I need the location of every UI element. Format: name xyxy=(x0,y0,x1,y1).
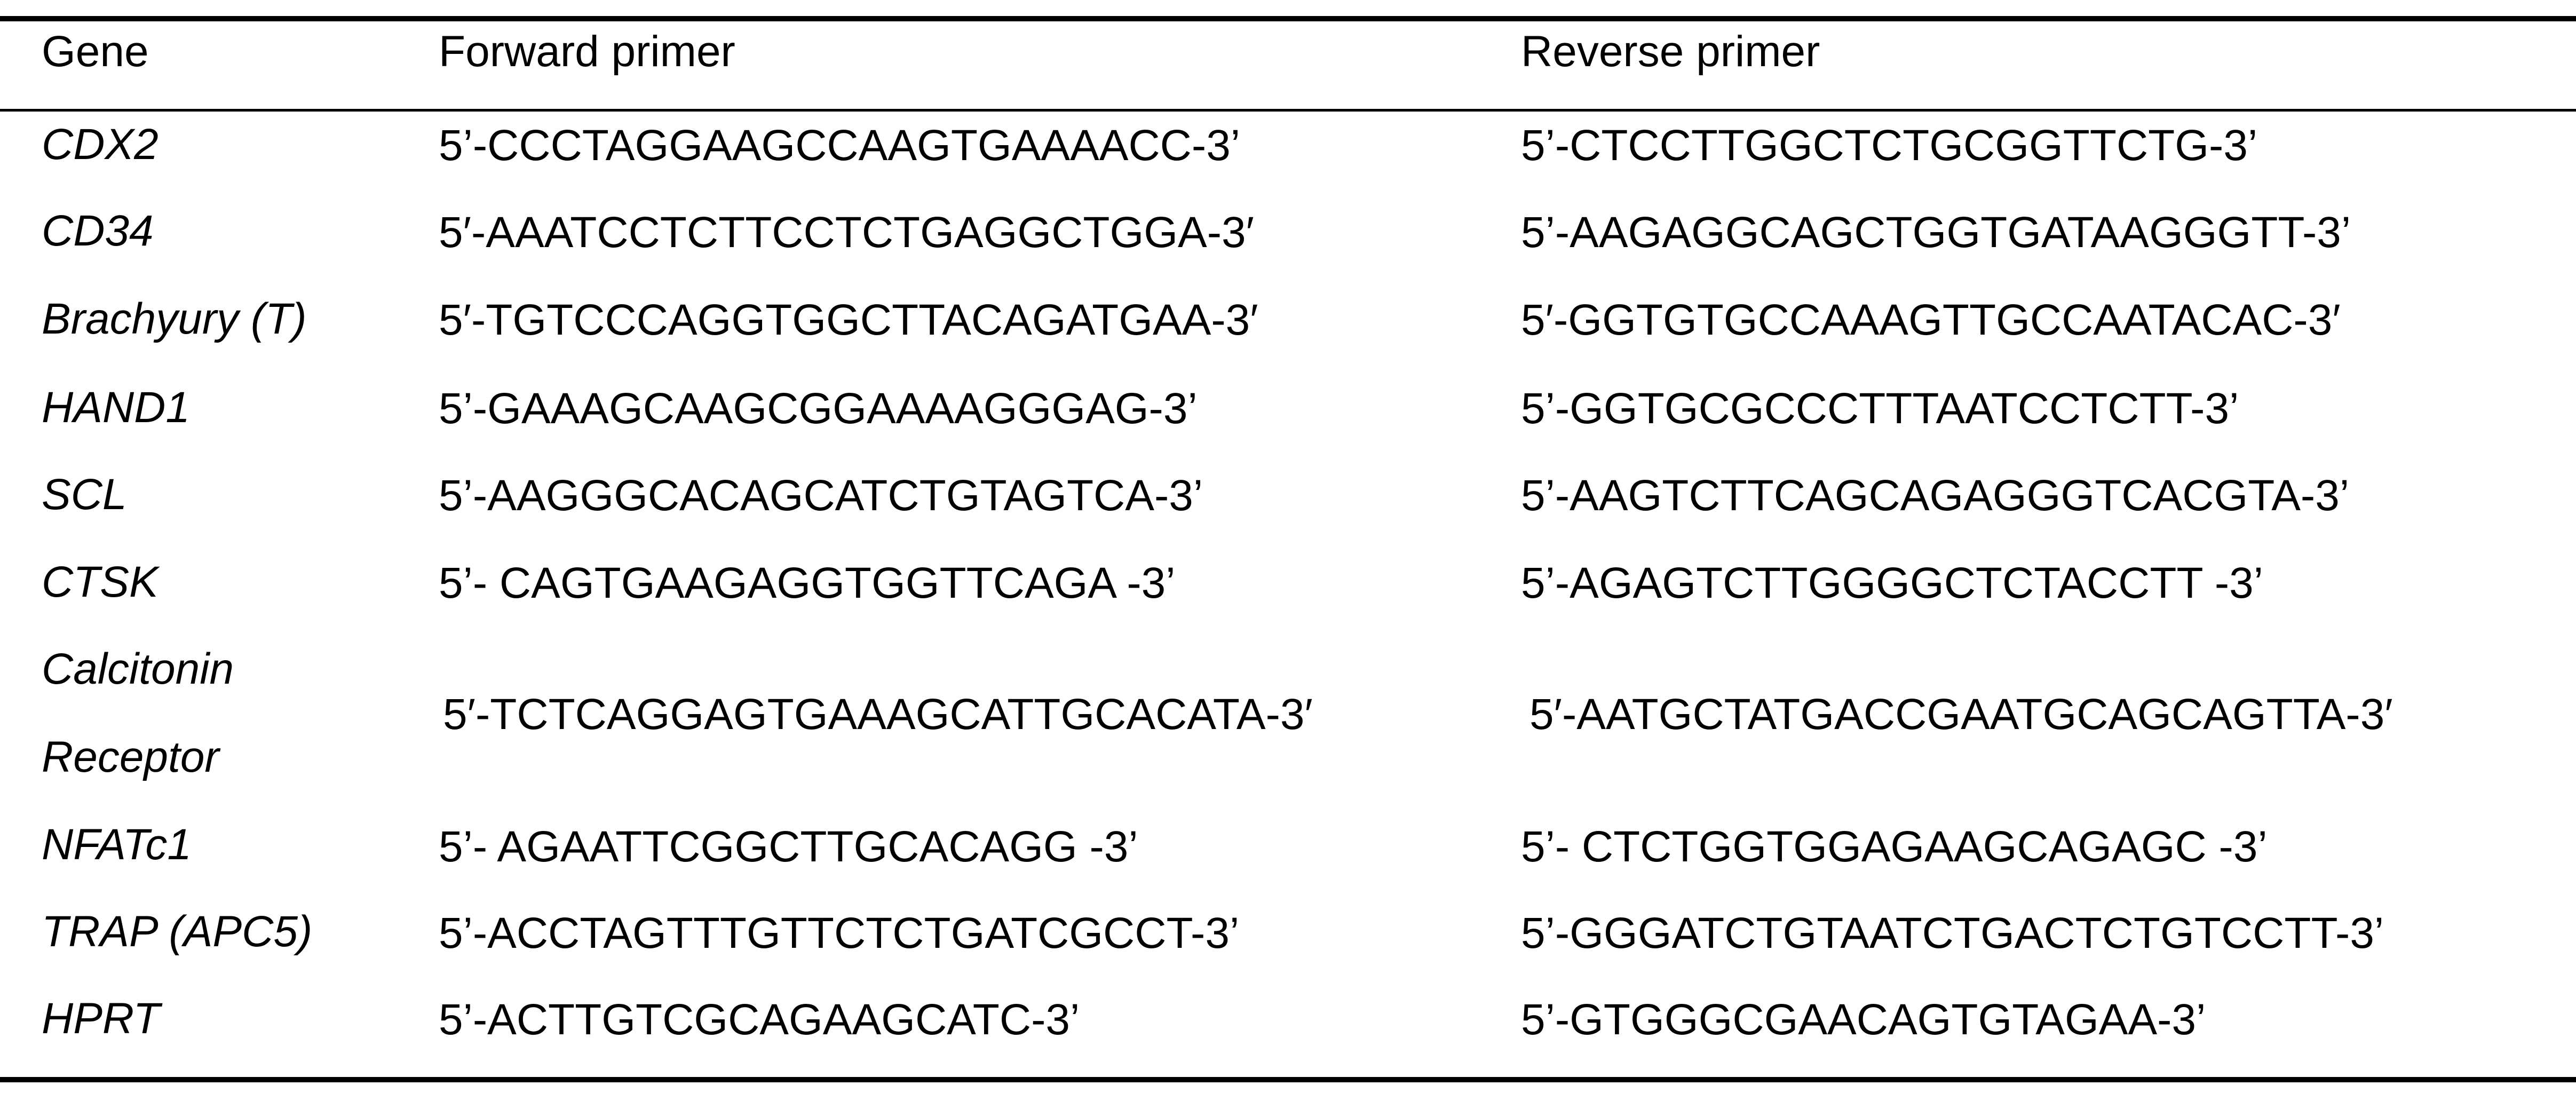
row-forward-primer: 5’- AGAATTCGGCTTGCACAGG -3’ xyxy=(439,822,1138,871)
row-forward-primer: 5’-CCCTAGGAAGCCAAGTGAAAACC-3’ xyxy=(439,121,1241,170)
row-reverse-primer: 5’- CTCTGGTGGAGAAGCAGAGC -3’ xyxy=(1521,822,2268,871)
row-forward-primer: 5’-ACTTGTCGCAGAAGCATC-3’ xyxy=(439,995,1080,1044)
row-gene: CDX2 xyxy=(42,120,158,169)
row-forward-primer: 5′-AAATCCTCTTCCTCTGAGGCTGGA-3′ xyxy=(439,208,1255,257)
row-forward-primer: 5’-GAAAGCAAGCGGAAAAGGGAG-3’ xyxy=(439,384,1198,433)
row-gene-line-2: Receptor xyxy=(42,733,219,781)
header-reverse-primer: Reverse primer xyxy=(1521,27,1820,76)
row-reverse-primer: 5′-AATGCTATGACCGAATGCAGCAGTTA-3′ xyxy=(1529,690,2393,739)
row-gene: Brachyury (T) xyxy=(42,295,307,343)
row-forward-primer: 5’- CAGTGAAGAGGTGGTTCAGA -3’ xyxy=(439,559,1176,607)
row-reverse-primer: 5’-AGAGTCTTGGGGCTCTACCTT -3’ xyxy=(1521,559,2263,607)
row-gene: NFATc1 xyxy=(42,820,192,869)
row-reverse-primer: 5’-AAGAGGCAGCTGGTGATAAGGGTT-3’ xyxy=(1521,208,2351,257)
table-bottom-rule xyxy=(0,1077,2576,1082)
row-reverse-primer: 5’-GTGGGCGAACAGTGTAGAA-3’ xyxy=(1521,995,2206,1044)
row-reverse-primer: 5’-GGGATCTGTAATCTGACTCTGTCCTT-3’ xyxy=(1521,909,2384,957)
table-top-rule xyxy=(0,16,2576,21)
row-gene-line-1: Calcitonin xyxy=(42,645,234,693)
row-gene: CD34 xyxy=(42,207,154,255)
row-forward-primer: 5’-AAGGGCACAGCATCTGTAGTCA-3’ xyxy=(439,471,1203,520)
header-gene: Gene xyxy=(42,27,149,76)
row-reverse-primer: 5’-AAGTCTTCAGCAGAGGGTCACGTA-3’ xyxy=(1521,471,2350,520)
row-gene: CTSK xyxy=(42,558,158,606)
table-header-rule xyxy=(0,109,2576,112)
row-gene: HPRT xyxy=(42,994,160,1043)
row-gene: HAND1 xyxy=(42,383,190,432)
row-gene: SCL xyxy=(42,470,127,519)
row-forward-primer: 5’-ACCTAGTTTGTTCTCTGATCGCCT-3’ xyxy=(439,909,1240,957)
row-reverse-primer: 5’-CTCCTTGGCTCTGCGGTTCTG-3’ xyxy=(1521,121,2258,170)
row-gene: TRAP (APC5) xyxy=(42,907,313,956)
header-forward-primer: Forward primer xyxy=(439,27,735,76)
row-reverse-primer: 5’-GGTGCGCCCTTTAATCCTCTT-3’ xyxy=(1521,384,2239,433)
row-reverse-primer: 5′-GGTGTGCCAAAGTTGCCAATACAC-3′ xyxy=(1521,296,2341,344)
row-forward-primer: 5′-TCTCAGGAGTGAAAGCATTGCACATA-3′ xyxy=(443,690,1313,739)
row-forward-primer: 5′-TGTCCCAGGTGGCTTACAGATGAA-3′ xyxy=(439,296,1258,344)
